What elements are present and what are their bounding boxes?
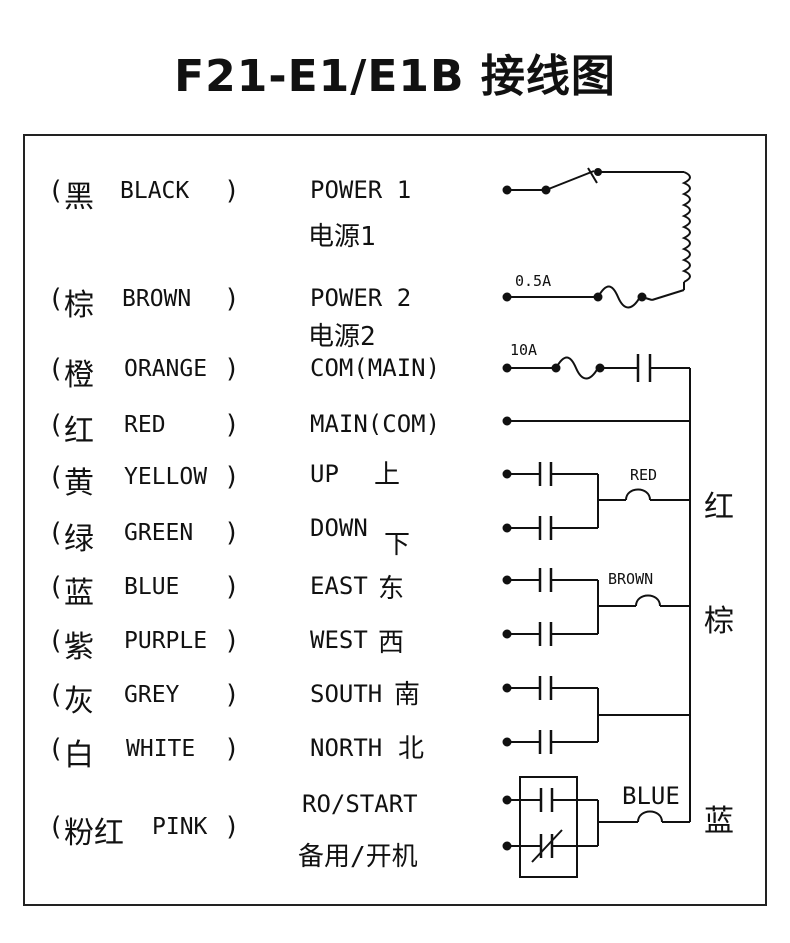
- paren-close: ): [224, 572, 240, 602]
- paren-open: (: [48, 410, 64, 440]
- wire-function: POWER 2: [310, 284, 412, 312]
- wire-function-cn: 东: [378, 574, 405, 604]
- wire-color-cn: 紫: [64, 630, 94, 665]
- start-relay-box: [519, 776, 578, 878]
- east-west-circuit: [502, 568, 690, 646]
- coil-brown: [635, 594, 661, 607]
- wire-color-en: ORANGE: [124, 356, 208, 382]
- nc-contact-slash: [531, 829, 563, 863]
- wire-function: SOUTH: [310, 680, 383, 708]
- paren-open: (: [48, 572, 64, 602]
- wire-color-cn: 蓝: [64, 576, 94, 611]
- paren-open: (: [48, 812, 64, 842]
- wire-color-cn: 棕: [64, 288, 94, 323]
- fuse-label: 10A: [510, 341, 538, 359]
- wire-function-cn: 备用/开机: [298, 842, 418, 872]
- coil-blue: [637, 810, 663, 823]
- paren-open: (: [48, 176, 64, 206]
- wire-function-cn: 电源2: [308, 322, 376, 352]
- wire-color-en: GREEN: [124, 520, 194, 546]
- wire-color-cn: 红: [64, 414, 94, 449]
- paren-close: ): [224, 462, 240, 492]
- power1-circuit: [502, 167, 691, 301]
- wire-color-en: YELLOW: [124, 464, 208, 490]
- wire-color-cn: 黄: [64, 466, 94, 501]
- paren-close: ): [224, 734, 240, 764]
- fuse-0-5a: [597, 285, 641, 309]
- wire-color-cn: 黑: [64, 180, 94, 215]
- wire-color-cn: 灰: [64, 684, 94, 719]
- wire-function-cn: 西: [378, 628, 405, 658]
- wire-function-cn: 下: [384, 530, 411, 560]
- wire-function: RO/START: [302, 790, 418, 818]
- wire-function-cn: 南: [394, 680, 421, 710]
- wire-function: EAST: [310, 572, 368, 600]
- wire-color-cn: 橙: [64, 358, 94, 393]
- wire-function: MAIN(COM): [310, 410, 441, 438]
- wire-color-en: BLACK: [120, 178, 190, 204]
- transformer-coil: [681, 171, 691, 283]
- paren-close: ): [224, 354, 240, 384]
- wire-function: COM(MAIN): [310, 354, 441, 382]
- com-circuit: [502, 354, 690, 382]
- coil-label: BROWN: [608, 570, 654, 588]
- wire-function-cn: 上: [374, 460, 401, 490]
- diagram-frame: [23, 134, 767, 906]
- group-label: 棕: [704, 604, 734, 639]
- coil-red: [625, 488, 651, 501]
- up-down-circuit: [502, 462, 690, 540]
- coil-label: BLUE: [622, 782, 680, 810]
- group-label: 蓝: [704, 804, 734, 839]
- wire-color-en: BROWN: [122, 286, 192, 312]
- paren-close: ): [224, 626, 240, 656]
- wire-color-cn: 白: [64, 738, 94, 773]
- paren-open: (: [48, 518, 64, 548]
- paren-close: ): [224, 680, 240, 710]
- group-label: 红: [704, 490, 734, 525]
- paren-close: ): [224, 284, 240, 314]
- paren-open: (: [48, 680, 64, 710]
- fuse-10a: [555, 356, 599, 380]
- wire-function: NORTH: [310, 734, 383, 762]
- paren-close: ): [224, 176, 240, 206]
- wire-function: UP: [310, 460, 339, 488]
- paren-open: (: [48, 462, 64, 492]
- wire-color-cn: 绿: [64, 522, 94, 557]
- paren-close: ): [224, 812, 240, 842]
- paren-close: ): [224, 410, 240, 440]
- wire-function-cn: 电源1: [308, 222, 376, 252]
- coil-label: RED: [630, 466, 658, 484]
- paren-open: (: [48, 354, 64, 384]
- wire-color-en: GREY: [124, 682, 180, 708]
- wire-color-en: RED: [124, 412, 166, 438]
- paren-close: ): [224, 518, 240, 548]
- power2-circuit: [502, 285, 653, 309]
- paren-open: (: [48, 626, 64, 656]
- wire-color-en: PINK: [152, 814, 208, 840]
- wire-function: DOWN: [310, 514, 368, 542]
- wire-function: POWER 1: [310, 176, 412, 204]
- wire-color-en: BLUE: [124, 574, 180, 600]
- paren-open: (: [48, 734, 64, 764]
- wire-color-cn: 粉红: [64, 816, 124, 851]
- wire-color-en: WHITE: [126, 736, 196, 762]
- wire-function: WEST: [310, 626, 368, 654]
- fuse-label: 0.5A: [515, 272, 552, 290]
- wire-color-en: PURPLE: [124, 628, 208, 654]
- main-circuit: [502, 416, 690, 426]
- ro-start-circuit: [502, 776, 690, 878]
- paren-open: (: [48, 284, 64, 314]
- south-north-circuit: [502, 676, 690, 754]
- wire-function-cn: 北: [398, 734, 425, 764]
- switch-blade: [545, 170, 595, 191]
- diagram-title: F21-E1/E1B 接线图: [174, 51, 616, 102]
